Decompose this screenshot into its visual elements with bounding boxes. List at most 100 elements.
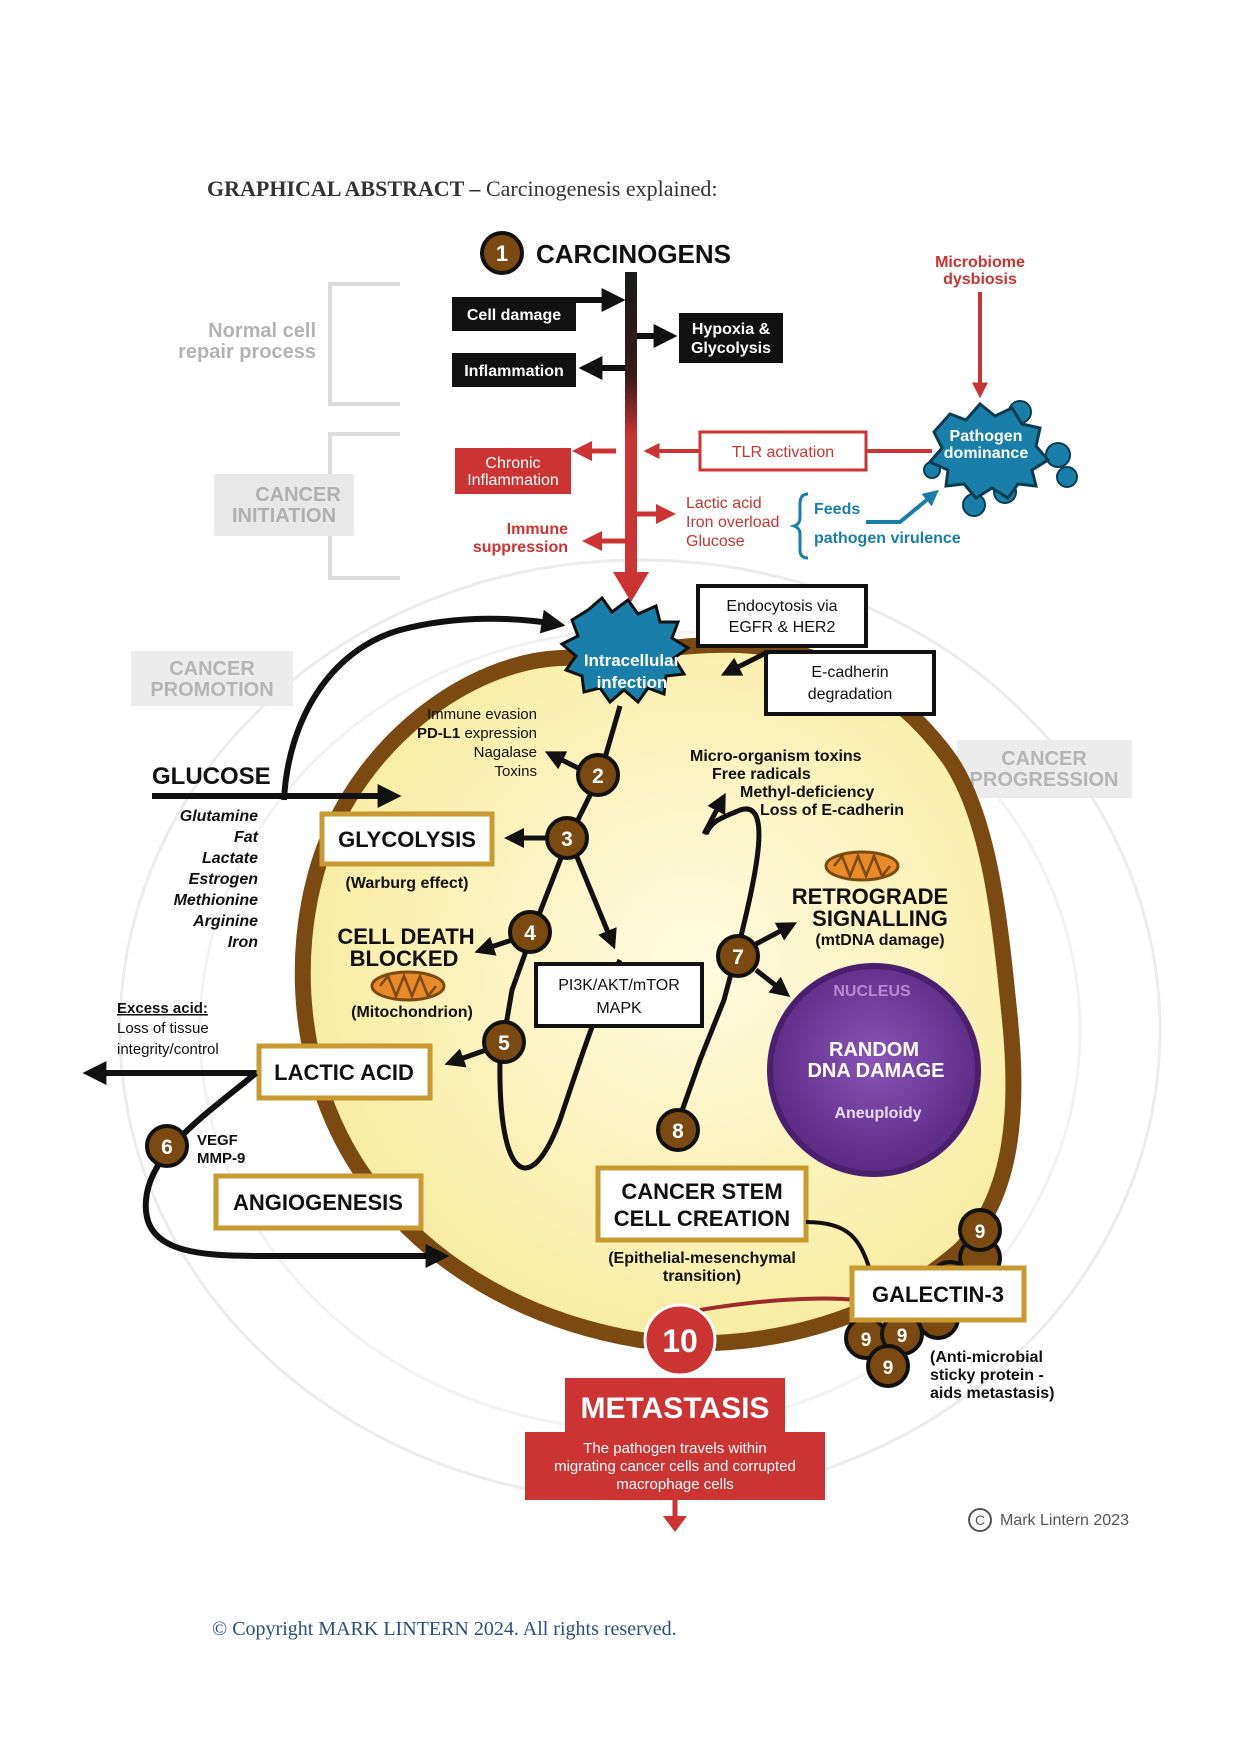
step-4-arrow [474, 936, 513, 956]
ecadherin-line2: degradation [808, 686, 893, 703]
inflammation-box: Inflammation [452, 353, 576, 387]
feeds-brace [789, 492, 809, 560]
carcinogen-trunk [625, 272, 637, 572]
step-5-number: 5 [498, 1032, 510, 1055]
immune-evasion-list: Immune evasion PD-L1 expression Nagalase… [417, 706, 537, 780]
feeds-line1: Feeds [814, 501, 860, 518]
endocytosis-line2: EGFR & HER2 [729, 619, 836, 636]
step-7-badge [716, 934, 760, 978]
heading-rest: Carcinogenesis explained: [480, 176, 718, 201]
infection-line2: infection [597, 673, 668, 692]
step-8-badge [656, 1108, 700, 1152]
step-6-number: 6 [161, 1136, 173, 1159]
feeds-arrow [866, 489, 939, 524]
initiation-line1: CANCER [255, 484, 341, 506]
microbiome-line1: Microbiome [935, 254, 1025, 271]
pdl1-bold: PD-L1 [417, 725, 460, 742]
normal-repair-label: Normal cell repair process [178, 320, 316, 363]
mitochondrion-label: (Mitochondrion) [351, 1004, 473, 1021]
initiation-line2: INITIATION [232, 505, 336, 527]
cell-damage-label: Cell damage [467, 307, 561, 324]
metastasis-desc-line3: macrophage cells [616, 1476, 734, 1493]
lactic-list: Lactic acid Iron overload Glucose [686, 495, 779, 550]
angiogenesis-label: ANGIOGENESIS [233, 1190, 403, 1215]
progression-line1: CANCER [1001, 748, 1087, 770]
immune-evasion-line2: PD-L1 expression [417, 725, 537, 742]
step-9-badge-c: 9 [861, 1330, 872, 1351]
trunk-arrowhead [613, 572, 649, 602]
nutrient-4: Estrogen [189, 871, 259, 888]
step-1-badge [480, 231, 524, 275]
vegf-label: VEGF MMP-9 [197, 1132, 245, 1167]
chronic-inflammation-box: Chronic Inflammation [455, 448, 571, 494]
ecadherin-box: E-cadherin degradation [764, 650, 936, 716]
copyright-icon [968, 1508, 992, 1532]
inflammation-label: Inflammation [464, 363, 564, 380]
excess-acid-line3: integrity/control [117, 1041, 219, 1058]
nutrient-6: Arginine [192, 913, 258, 930]
step-10-number: 10 [662, 1323, 698, 1359]
cell-death-label: CELL DEATH BLOCKED [337, 924, 474, 971]
cell-damage-box: Cell damage [452, 297, 576, 331]
lactic-list-item-2: Iron overload [686, 514, 779, 531]
phase-progression: CANCER PROGRESSION [957, 740, 1132, 798]
pathogen-blob [927, 401, 1051, 501]
step-1-number: 1 [496, 241, 508, 266]
lactic-acid-box: LACTIC ACID [256, 1043, 433, 1101]
cell-death-line2: BLOCKED [350, 946, 459, 971]
glucose-title: GLUCOSE [152, 763, 271, 790]
immune-evasion-line3: Nagalase [474, 744, 537, 761]
toxins-line3: Methyl-deficiency [740, 784, 874, 801]
step-9-badge-a: 9 [975, 1222, 986, 1243]
dna-damage-line1: RANDOM [829, 1039, 919, 1061]
to-toxins-arrow [701, 792, 726, 836]
stem-cell-line1: CANCER STEM [621, 1179, 782, 1204]
credit-text: Mark Lintern 2023 [1000, 1512, 1129, 1529]
aneuploidy-label: Aneuploidy [834, 1105, 921, 1122]
immune-evasion-line4: Toxins [494, 763, 537, 780]
stem-cell-line2: CELL CREATION [614, 1206, 790, 1231]
glucose-to-infection-arrow [281, 609, 566, 801]
immune-supp-line2: suppression [473, 539, 568, 556]
step-10-badge [643, 1303, 717, 1377]
warburg-label: (Warburg effect) [346, 875, 469, 892]
metastasis-desc-line2: migrating cancer cells and corrupted [554, 1458, 796, 1475]
step-3-number: 3 [561, 828, 573, 851]
microbiome-label: Microbiome dysbiosis [935, 254, 1025, 288]
promotion-line2: PROMOTION [150, 679, 273, 701]
step-7-down-arrow [754, 968, 791, 997]
toxins-line4: Loss of E-cadherin [760, 802, 904, 819]
metastasis-arrowhead [663, 1516, 687, 1532]
glycolysis-label: GLYCOLYSIS [338, 827, 476, 852]
phase-initiation: CANCER INITIATION [214, 474, 354, 536]
promotion-line1: CANCER [169, 658, 255, 680]
excess-acid-label: Excess acid: Loss of tissue integrity/co… [117, 1000, 219, 1058]
pi3k-box: PI3K/AKT/mTOR MAPK [534, 962, 704, 1028]
hypoxia-line2: Glycolysis [691, 340, 771, 357]
excess-acid-line1: Excess acid: [117, 1000, 208, 1017]
stem-cell-box: CANCER STEM CELL CREATION [595, 1165, 809, 1243]
toxins-list: Micro-organism toxins Free radicals Meth… [690, 748, 904, 819]
galectin-description: (Anti-microbial sticky protein - aids me… [930, 1349, 1055, 1402]
step-4-badge [508, 910, 552, 954]
pi3k-line1: PI3K/AKT/mTOR [558, 977, 680, 994]
heading-bold: GRAPHICAL ABSTRACT – [207, 176, 481, 201]
page-heading: GRAPHICAL ABSTRACT – Carcinogenesis expl… [207, 176, 717, 202]
credit: C Mark Lintern 2023 [968, 1508, 1129, 1532]
metastasis-title: METASTASIS [581, 1392, 770, 1425]
dna-damage-line2: DNA DAMAGE [807, 1060, 944, 1082]
metastasis-box: METASTASIS The pathogen travels within m… [525, 1378, 825, 1500]
toxins-line2: Free radicals [712, 766, 811, 783]
endocytosis-line1: Endocytosis via [726, 598, 837, 615]
hypoxia-line1: Hypoxia & [692, 321, 771, 338]
nutrient-5: Methionine [174, 892, 259, 909]
vegf-line1: VEGF [197, 1132, 238, 1149]
nucleus-label: NUCLEUS [833, 983, 911, 1000]
progression-line2: PROGRESSION [970, 769, 1119, 791]
immune-suppression-label: Immune suppression [473, 521, 568, 556]
vegf-line2: MMP-9 [197, 1150, 245, 1167]
cell-death-line1: CELL DEATH [337, 924, 474, 949]
ecadherin-arrow [720, 649, 770, 676]
stem-to-galectin-line [805, 1220, 872, 1271]
galectin-box: GALECTIN-3 [849, 1265, 1027, 1323]
